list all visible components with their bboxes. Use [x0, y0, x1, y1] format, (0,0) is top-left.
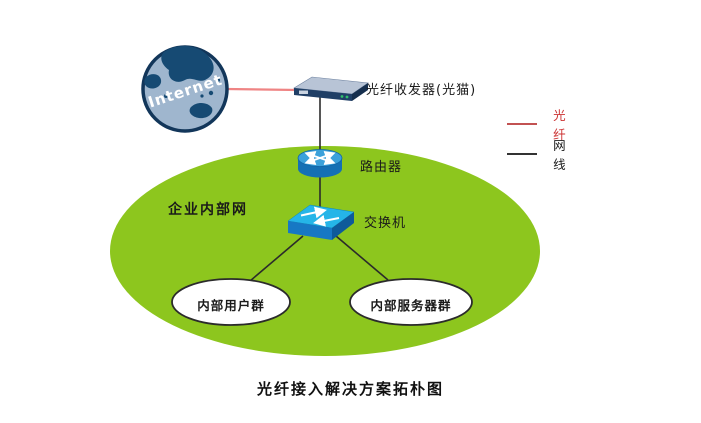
- globe-land: [144, 45, 220, 119]
- user-group-ellipse: [171, 278, 291, 326]
- fiber-modem-icon: [293, 76, 369, 101]
- router-arrows: [304, 151, 336, 165]
- legend-line-fiber: [507, 123, 538, 125]
- intranet-label: 企业内部网: [168, 202, 248, 218]
- router-icon: [297, 149, 343, 178]
- modem-label: 光纤收发器(光猫): [366, 83, 477, 98]
- server-group-cable-line: [335, 235, 389, 281]
- user-group-label: 内部用户群: [197, 298, 265, 313]
- legend-item-cable: 网线: [507, 135, 575, 173]
- switch-icon: [287, 204, 355, 240]
- server-group-label: 内部服务器群: [370, 298, 452, 313]
- fiber-link-line: [225, 87, 298, 92]
- server-group-ellipse: [349, 278, 473, 326]
- legend-line-cable: [507, 153, 538, 155]
- internet-globe: Internet: [141, 45, 229, 133]
- legend-label-cable: 网线: [553, 138, 567, 172]
- router-label: 路由器: [360, 160, 403, 175]
- legend-item-fiber: 光纤: [507, 105, 575, 143]
- user-group-cable-line: [249, 235, 304, 282]
- diagram-title: 光纤接入解决方案拓朴图: [256, 380, 444, 398]
- switch-arrows: [300, 206, 340, 227]
- legend-label-fiber: 光纤: [553, 108, 567, 142]
- switch-label: 交换机: [364, 216, 407, 231]
- intranet-ellipse: [110, 146, 540, 356]
